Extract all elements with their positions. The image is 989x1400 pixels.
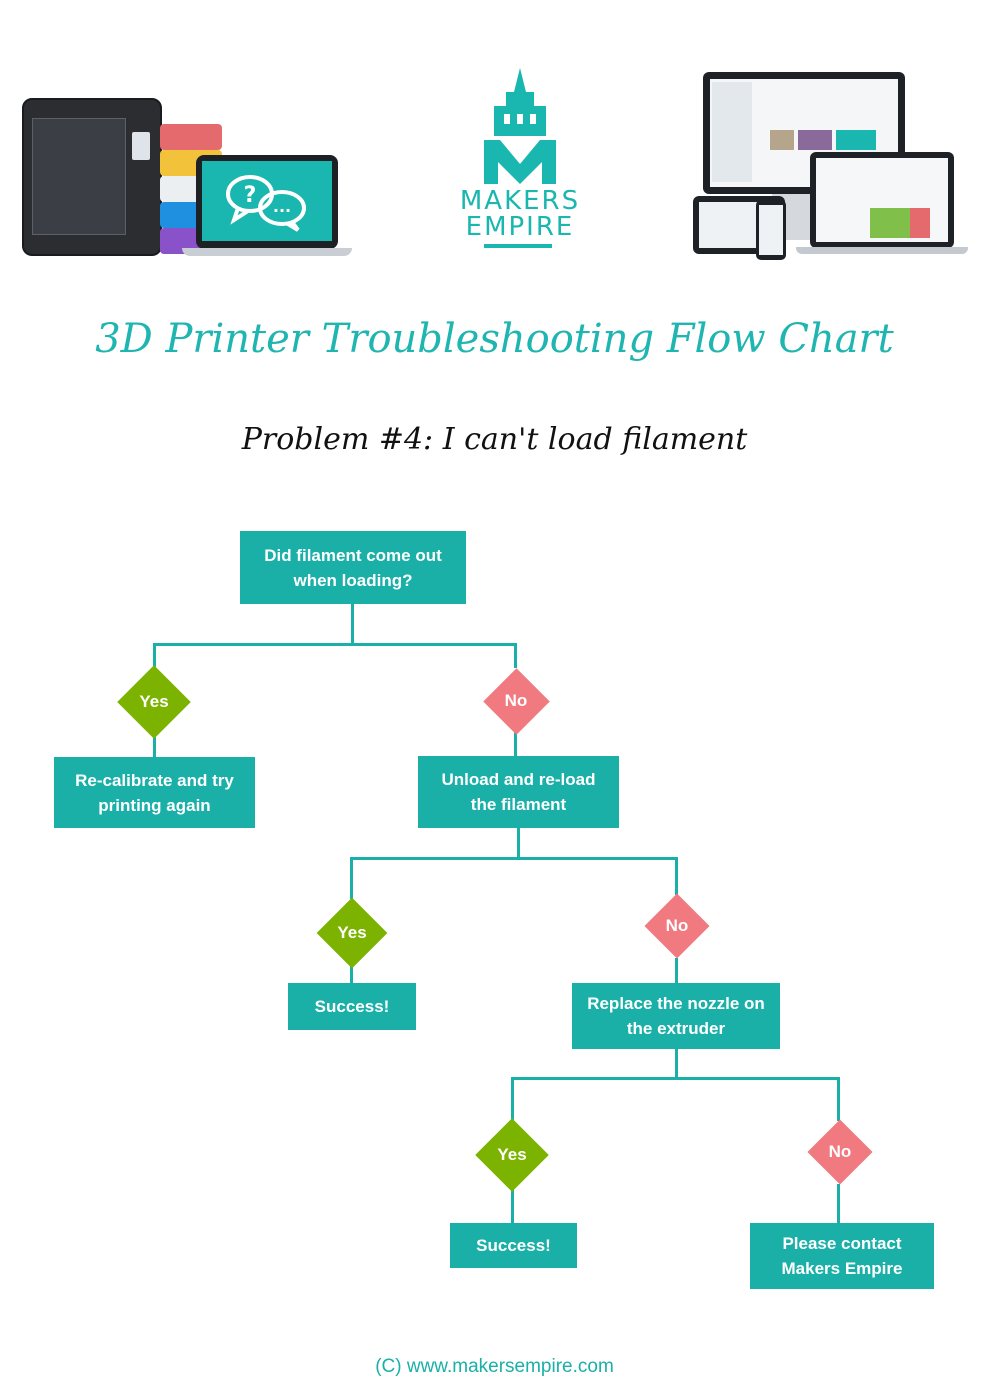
brand-name-line2: EMPIRE: [465, 212, 575, 242]
monitor-thumb-2: [798, 130, 832, 150]
question-text: Did filament come out when loading?: [264, 545, 442, 590]
ellipsis-text: ...: [273, 197, 291, 216]
yes-label: Yes: [497, 1145, 527, 1164]
connector-line: [517, 828, 520, 860]
question-box-filament-out: Did filament come out when loading?: [240, 531, 466, 604]
result-box-success-2: Success!: [450, 1223, 577, 1268]
connector-line: [511, 1077, 840, 1080]
action-box-reload-filament: Unload and re-load the filament: [418, 756, 619, 828]
connector-line: [675, 857, 678, 895]
copyright-footer: (C) www.makersempire.com: [375, 1356, 614, 1377]
printer-window: [32, 118, 126, 235]
connector-line: [837, 1184, 840, 1224]
no-label: No: [665, 916, 689, 935]
connector-line: [675, 1048, 678, 1080]
no-label: No: [828, 1142, 852, 1161]
laptop-base: [182, 248, 352, 256]
yes-label: Yes: [139, 692, 169, 711]
yes-diamond-1: Yes: [110, 665, 198, 739]
laptop-display: [202, 161, 332, 241]
connector-line: [837, 1077, 840, 1121]
connector-line: [350, 857, 353, 899]
brand-underline: [484, 244, 552, 248]
monitor-thumb-1: [770, 130, 794, 150]
filament-spool-red: [160, 124, 222, 150]
action-box-replace-nozzle: Replace the nozzle on the extruder: [572, 983, 780, 1049]
connector-line: [514, 732, 517, 756]
page-title: 3D Printer Troubleshooting Flow Chart: [95, 316, 894, 362]
connector-line: [350, 857, 678, 860]
printer-screen: [132, 132, 150, 160]
result-box-success-1: Success!: [288, 983, 416, 1030]
yes-diamond-2: Yes: [310, 897, 394, 969]
no-diamond-3: No: [805, 1119, 875, 1185]
laptop2-base: [796, 247, 968, 254]
problem-subtitle: Problem #4: I can't load filament: [241, 422, 748, 457]
laptop2-grid-green: [870, 208, 910, 238]
connector-line: [153, 643, 517, 646]
yes-diamond-3: Yes: [466, 1118, 558, 1192]
result-text: Success!: [476, 1236, 551, 1255]
phone-display: [759, 205, 783, 255]
laptop2-grid-red: [910, 208, 930, 238]
no-diamond-2: No: [642, 893, 712, 959]
question-mark-text: ?: [244, 183, 257, 208]
connector-line: [675, 958, 678, 984]
action-text: Re-calibrate and try printing again: [75, 770, 234, 815]
yes-label: Yes: [337, 923, 367, 942]
no-label: No: [504, 691, 528, 710]
chat-bubbles-icon: ? ...: [226, 175, 306, 232]
no-diamond-1: No: [480, 667, 552, 735]
action-text: Replace the nozzle on the extruder: [587, 994, 765, 1038]
action-box-contact-support: Please contact Makers Empire: [750, 1223, 934, 1289]
result-text: Success!: [314, 997, 390, 1016]
monitor-thumb-3: [836, 130, 876, 150]
connector-line: [350, 966, 353, 984]
makers-empire-logo-icon: [484, 68, 556, 184]
action-text: Please contact Makers Empire: [781, 1234, 903, 1278]
action-box-recalibrate: Re-calibrate and try printing again: [54, 757, 255, 828]
action-text: Unload and re-load the filament: [441, 770, 596, 814]
connector-line: [511, 1077, 514, 1121]
monitor-sidebar: [712, 82, 752, 182]
connector-line: [153, 736, 156, 758]
connector-line: [351, 604, 354, 646]
connector-line: [514, 643, 517, 668]
connector-line: [511, 1188, 514, 1223]
connector-line: [153, 643, 156, 668]
brand-name-line1: MAKERS: [459, 186, 581, 216]
